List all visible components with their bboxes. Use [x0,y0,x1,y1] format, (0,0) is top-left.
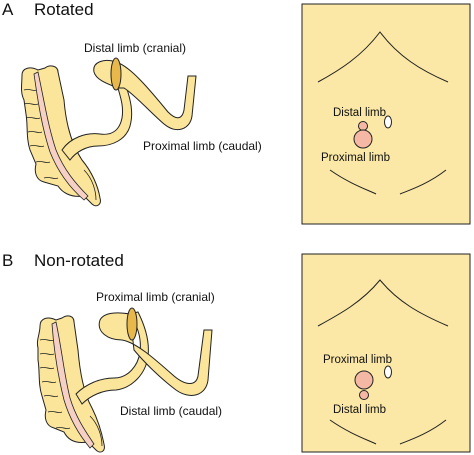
label-a-proximal-caudal: Proximal limb (caudal) [143,139,262,153]
label-b-proximal-cranial: Proximal limb (cranial) [96,290,215,304]
abdomen-outline-b [301,253,471,453]
label-b-distal-caudal: Distal limb (caudal) [120,404,222,418]
stoma-a-small [358,121,368,131]
mucosa-strip-b [51,321,95,449]
rib-margin-a [317,31,449,83]
umbilicus-a [384,115,392,129]
panel-a-letter: A [2,0,14,19]
label-b-abdomen-proximal: Proximal limb [323,354,392,366]
mucosa-strip [33,71,89,201]
umbilicus-b [384,365,392,379]
groin-line-b-left [329,419,377,445]
colon-illustration-a [21,57,197,207]
distal-limb-ring [110,57,122,91]
label-b-abdomen-distal: Distal limb [333,404,386,416]
proximal-limb-bowel [93,59,197,131]
proximal-limb-bowel-b [98,312,213,396]
groin-line-a-left [329,169,377,195]
groin-line-b-right [399,419,447,445]
bowel-loop-b [75,311,149,405]
abdomen-a [301,3,471,225]
label-a-abdomen-distal: Distal limb [333,107,386,119]
abdomen-b [301,253,471,453]
proximal-limb-ring-b [126,307,138,341]
abdomen-outline-a [301,3,471,225]
stoma-a-large [353,129,373,149]
panel-b: B Non-rotated Proximal limb (cranial) Di… [2,251,471,453]
groin-line-a-right [399,169,447,195]
panel-a-title: Rotated [34,0,94,19]
label-a-abdomen-proximal: Proximal limb [321,152,390,164]
label-a-distal-cranial: Distal limb (cranial) [84,41,186,55]
panel-a: A Rotated Distal limb (cranial) Proximal… [2,0,471,225]
panel-b-title: Non-rotated [34,251,124,270]
stoma-b-large [354,370,374,390]
stoma-b-small [359,390,369,400]
rib-margin-b [317,279,449,327]
bowel-loop [61,85,133,161]
panel-b-letter: B [2,251,13,270]
colon-illustration-b [36,307,213,453]
